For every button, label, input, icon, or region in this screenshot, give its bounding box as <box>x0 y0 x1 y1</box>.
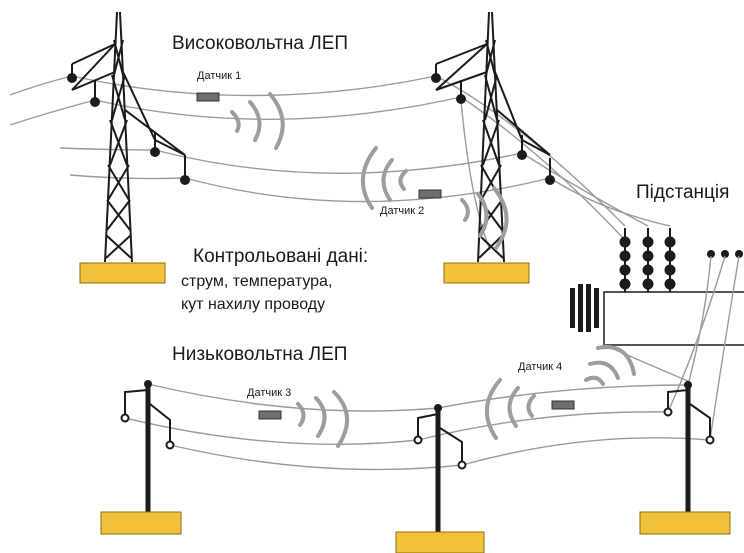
signal-wave-icon <box>460 198 470 222</box>
substation <box>570 228 744 346</box>
sensor-2: Датчик 2 <box>380 189 442 217</box>
signal-wave-icon <box>492 186 509 250</box>
signal-wave-icon <box>248 100 262 142</box>
high-voltage-tower-1 <box>71 11 186 263</box>
sensor-3-label: Датчик 3 <box>247 387 291 399</box>
signal-wave-icon <box>507 386 520 428</box>
insulator-icon <box>456 94 466 104</box>
signal-wave-icon <box>360 146 378 210</box>
substation-building <box>603 291 744 346</box>
tower-2-base <box>443 262 530 284</box>
sensor-2-label: Датчик 2 <box>380 205 424 217</box>
sensor-2-device <box>418 189 442 199</box>
high-voltage-wires <box>9 75 671 251</box>
low-voltage-pole-1-base <box>100 511 182 535</box>
low-voltage-line-label: Низьковольтна ЛЕП <box>172 344 347 365</box>
signal-wave-icon <box>476 192 489 238</box>
signal-waves <box>230 92 636 448</box>
sensor-3: Датчик 3 <box>247 387 291 420</box>
signal-wave-icon <box>381 158 394 202</box>
sensor-4: Датчик 4 <box>518 361 575 410</box>
signal-wave-icon <box>596 345 636 376</box>
signal-wave-icon <box>314 396 327 438</box>
monitored-data-title: Контрольовані дані: <box>193 246 368 267</box>
low-voltage-terminals <box>707 250 743 258</box>
signal-wave-icon <box>484 378 502 440</box>
monitored-data-line-2: кут нахилу проводу <box>181 296 325 313</box>
low-voltage-wires <box>124 255 740 471</box>
sensor-1-device <box>196 92 220 102</box>
signal-wave-icon <box>296 402 306 427</box>
signal-wave-icon <box>332 390 350 448</box>
high-voltage-line-label: Високовольтна ЛЕП <box>172 33 348 54</box>
insulator-icon <box>67 73 77 83</box>
tower-2-insulators <box>431 73 555 185</box>
low-voltage-pole-2-base <box>395 531 485 553</box>
insulator-icon <box>431 73 441 83</box>
insulator-icon <box>90 97 100 107</box>
tower-1-insulators <box>67 73 190 185</box>
monitored-data-line-1: струм, температура, <box>181 273 332 290</box>
low-voltage-pole-1 <box>120 380 175 512</box>
substation-label: Підстанція <box>636 182 729 203</box>
low-voltage-pole-3 <box>663 381 715 512</box>
sensor-3-device <box>258 410 282 420</box>
insulator-icon <box>545 175 555 185</box>
low-voltage-pole-2 <box>413 404 467 533</box>
sensor-4-label: Датчик 4 <box>518 361 562 373</box>
signal-wave-icon <box>230 110 241 133</box>
tower-1-base <box>79 262 166 284</box>
signal-wave-icon <box>526 394 536 418</box>
signal-wave-icon <box>584 375 605 386</box>
low-voltage-pole-3-base <box>639 511 731 535</box>
high-voltage-tower-2 <box>435 11 551 263</box>
signal-wave-icon <box>398 169 408 191</box>
transformer-icon <box>570 284 599 332</box>
sensor-1: Датчик 1 <box>196 70 241 102</box>
insulator-icon <box>180 175 190 185</box>
signal-wave-icon <box>268 92 285 150</box>
signal-wave-icon <box>588 360 620 380</box>
sensor-4-device <box>551 400 575 410</box>
substation-insulators <box>619 228 676 292</box>
sensor-1-label: Датчик 1 <box>197 70 241 82</box>
insulator-icon <box>517 150 527 160</box>
insulator-icon <box>150 147 160 157</box>
